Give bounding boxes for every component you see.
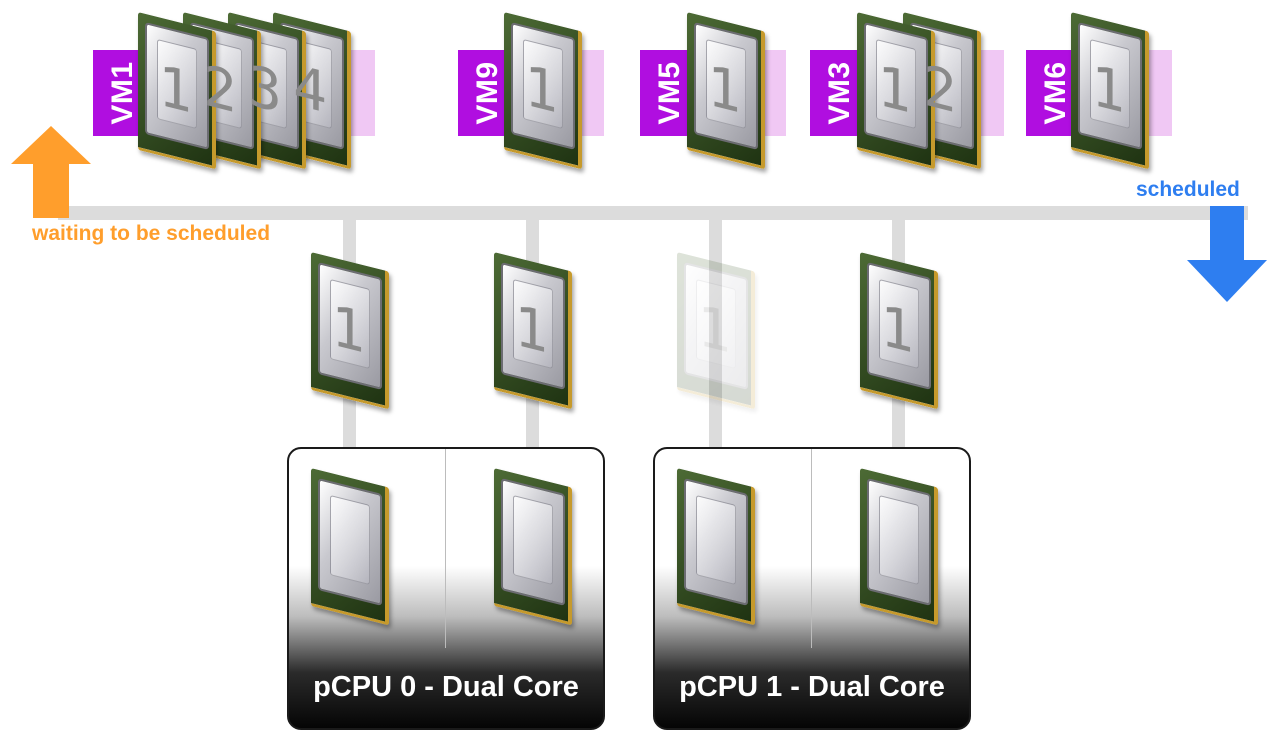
waiting-label: waiting to be scheduled [32,222,271,245]
vcpu-number: 1 [331,293,365,367]
vcpu-number: 1 [707,53,741,127]
core-divider [811,449,812,648]
physical-core-chip [494,468,572,626]
scheduled-vcpu-chip: 1 [494,252,572,410]
vcpu-chip: 1 [138,12,216,170]
vcpu-chip: 1 [857,12,935,170]
vm-name: VM9 [471,61,504,125]
vcpu-number: 1 [514,293,548,367]
scheduled-vcpu-chip: 1 [860,252,938,410]
vm-name: VM5 [653,61,686,125]
vcpu-chip: 1 [687,12,765,170]
vcpu-chip: 1 [504,12,582,170]
physical-core-chip [677,468,755,626]
vcpu-number: 1 [524,53,558,127]
heat-spreader [867,478,931,606]
vcpu-number: 1 [877,53,911,127]
scheduled-label: scheduled [1136,178,1240,201]
vm-name: VM1 [106,61,139,125]
vm-name: VM3 [823,61,856,125]
heat-spreader [684,478,748,606]
heat-spreader [318,478,382,606]
vcpu-number: 1 [880,293,914,367]
vm-name: VM6 [1039,61,1072,125]
physical-core-chip [311,468,389,626]
heat-spreader [501,478,565,606]
vcpu-number: 1 [697,293,731,367]
vcpu-number: 1 [158,53,192,127]
schedule-rail [58,206,1248,220]
vcpu-number: 1 [1091,53,1125,127]
scheduled-vcpu-chip: 1 [677,252,755,410]
vcpu-chip: 1 [1071,12,1149,170]
core-divider [445,449,446,648]
pcpu-title: pCPU 1 - Dual Core [679,671,945,703]
scheduled-vcpu-chip: 1 [311,252,389,410]
pcpu-title: pCPU 0 - Dual Core [313,671,579,703]
physical-core-chip [860,468,938,626]
